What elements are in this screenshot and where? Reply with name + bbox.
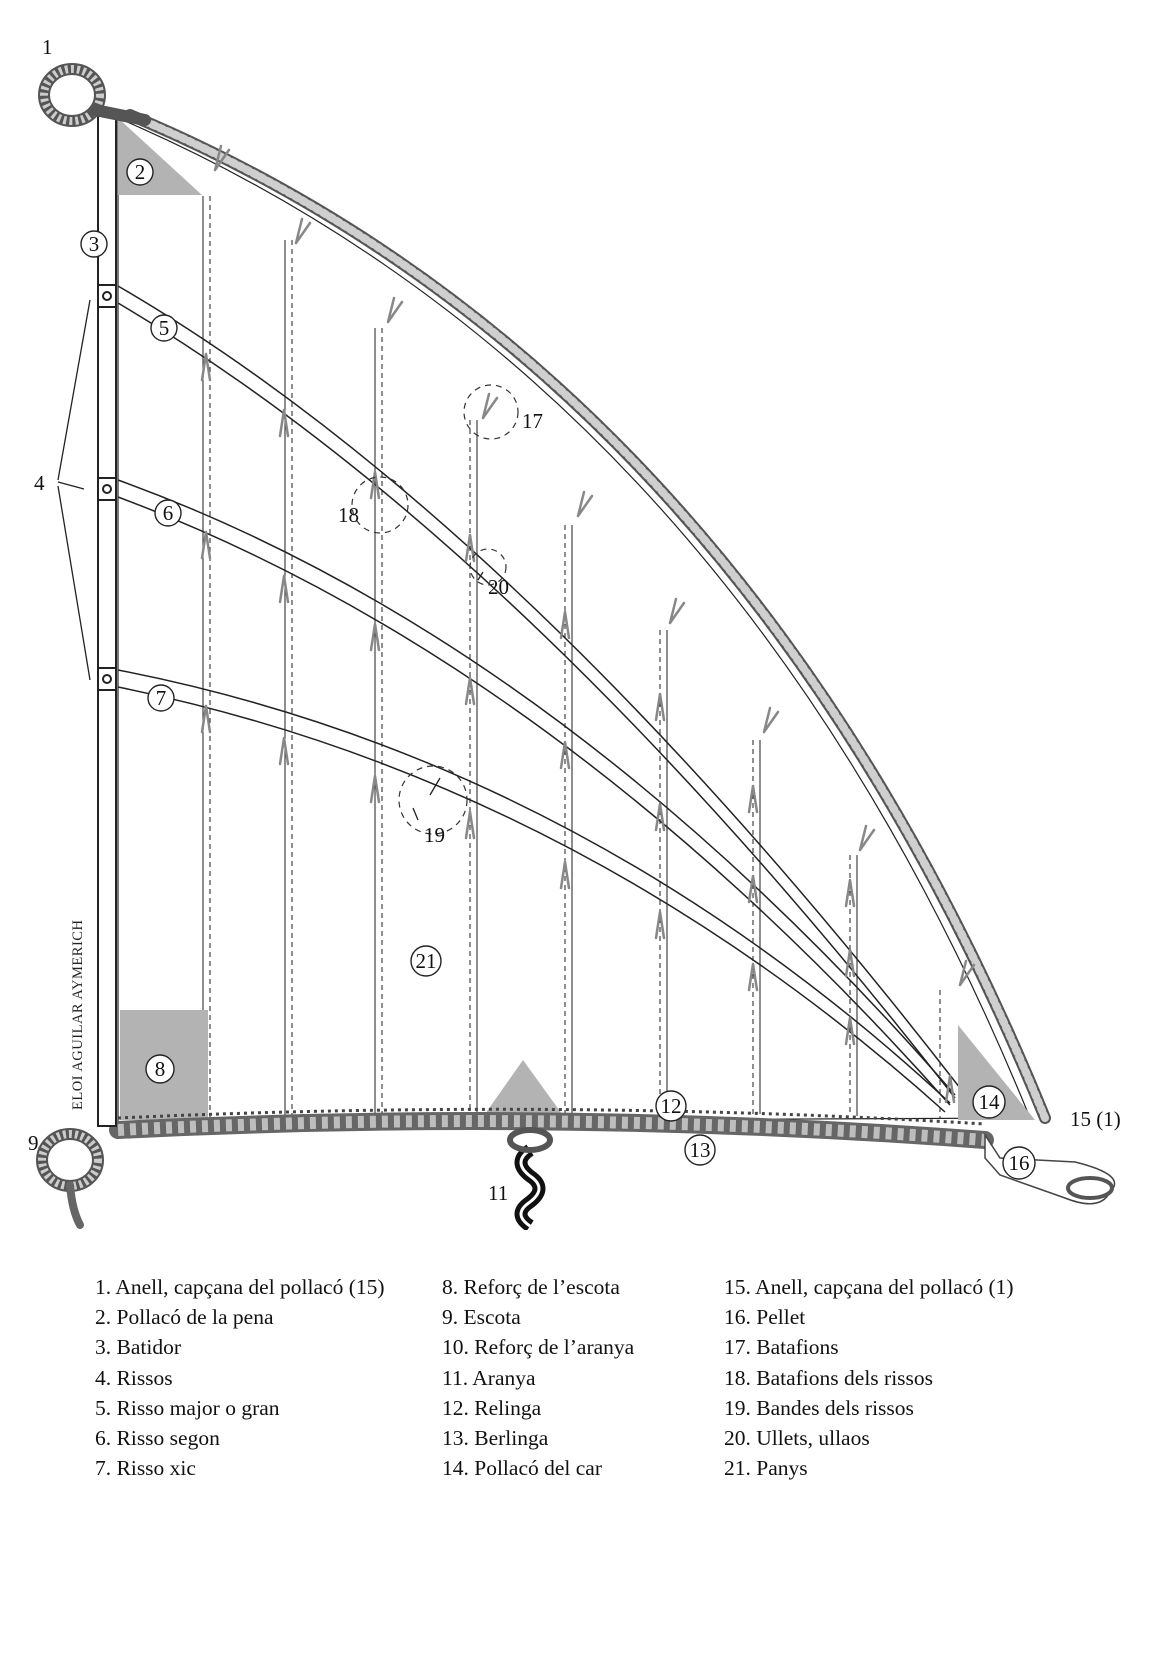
legend-column-2: 8. Reforç de l’escota 9. Escota 10. Refo… (442, 1272, 634, 1483)
reef-eyelets (97, 284, 117, 691)
legend-item: 4. Rissos (95, 1365, 173, 1390)
legend-column-1: 1. Anell, capçana del pollacó (15) 2. Po… (95, 1272, 385, 1483)
callout-3-text: 3 (89, 232, 100, 256)
callout-13: 13 (684, 1134, 716, 1166)
callout-4: 4 (34, 471, 45, 495)
legend-item: 13. Berlinga (442, 1426, 549, 1451)
callout-20: 20 (488, 575, 509, 599)
callout-16: 16 (1002, 1146, 1036, 1180)
legend-item: 7. Risso xic (95, 1456, 196, 1481)
callout-12-text: 12 (661, 1094, 682, 1118)
legend-item: 3. Batidor (95, 1335, 181, 1360)
callout-14: 14 (972, 1085, 1006, 1119)
callout-5: 5 (150, 314, 178, 342)
legend-item: 1. Anell, capçana del pollacó (15) (95, 1275, 385, 1299)
callout-5-text: 5 (159, 316, 170, 340)
callout-21-text: 21 (416, 949, 437, 973)
callout-11: 11 (488, 1181, 508, 1205)
callout-7-text: 7 (156, 686, 167, 710)
callout-8-text: 8 (155, 1057, 166, 1081)
callout-15: 15 (1) (1070, 1107, 1121, 1131)
callout-12: 12 (655, 1090, 687, 1122)
credit-text: ELOI AGUILAR AYMERICH (70, 920, 86, 1110)
callout-2-text: 2 (135, 160, 146, 184)
legend-item: 14. Pollacó del car (442, 1456, 603, 1481)
callout-21: 21 (410, 945, 442, 977)
callout-6: 6 (154, 499, 182, 527)
callout-arrows (57, 299, 484, 821)
sheet-ring (36, 1128, 104, 1229)
callout-7: 7 (147, 684, 175, 712)
legend: 1. Anell, capçana del pollacó (15) 2. Po… (0, 1272, 1169, 1512)
callout-18: 18 (338, 503, 359, 527)
head-batafions (213, 144, 976, 987)
callout-13-text: 13 (690, 1138, 711, 1162)
legend-item: 10. Reforç de l’aranya (442, 1335, 635, 1360)
legend-item: 15. Anell, capçana del pollacó (1) (724, 1275, 1014, 1299)
callout-3: 3 (80, 230, 108, 258)
callout-17: 17 (522, 409, 543, 433)
callout-1: 1 (42, 35, 53, 59)
callout-16-text: 16 (1009, 1151, 1030, 1175)
legend-item: 21. Panys (724, 1456, 808, 1481)
legend-item: 5. Risso major o gran (95, 1395, 280, 1420)
sail-diagram: ELOI AGUILAR AYMERICH 2 3 5 6 7 8 12 13 … (28, 35, 1121, 1230)
callout-19: 19 (424, 823, 445, 847)
callout-6-text: 6 (163, 501, 174, 525)
clew-ring-and-pellet (984, 1132, 1116, 1205)
legend-item: 18. Batafions dels rissos (724, 1365, 934, 1390)
sail-body (117, 117, 1031, 1123)
spider-knot (507, 1127, 553, 1230)
legend-column-3: 15. Anell, capçana del pollacó (1) 16. P… (724, 1272, 1014, 1483)
detail-circles (351, 384, 519, 835)
legend-item: 20. Ullets, ullaos (724, 1426, 870, 1451)
head-ring (38, 63, 151, 127)
callout-2: 2 (126, 158, 154, 186)
legend-item: 2. Pollacó de la pena (95, 1305, 274, 1330)
legend-item: 16. Pellet (724, 1305, 806, 1330)
legend-item: 11. Aranya (442, 1365, 536, 1390)
legend-item: 9. Escota (442, 1305, 521, 1330)
legend-item: 12. Relinga (442, 1395, 542, 1420)
callout-8: 8 (145, 1054, 175, 1084)
spider-reinforcement-patch (485, 1060, 562, 1114)
legend-item: 6. Risso segon (95, 1426, 220, 1451)
luff-batten (97, 115, 117, 1127)
callout-9: 9 (28, 1131, 39, 1155)
legend-item: 17. Batafions (724, 1335, 839, 1360)
reef-bands (117, 285, 961, 1113)
reef-points (200, 352, 956, 1104)
legend-item: 8. Reforç de l’escota (442, 1275, 620, 1299)
legend-item: 19. Bandes dels rissos (724, 1395, 914, 1420)
callout-14-text: 14 (979, 1090, 1001, 1114)
